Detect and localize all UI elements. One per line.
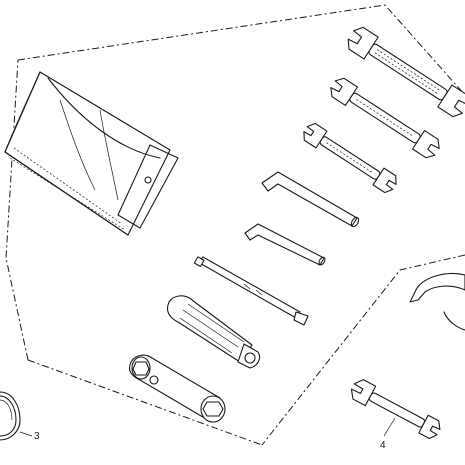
leader-line-4 (383, 417, 396, 437)
double-open-end-wrench-small (303, 122, 397, 194)
leader-line-3 (19, 431, 33, 437)
double-open-end-wrench-large (347, 26, 465, 118)
screwdriver-handle (166, 295, 261, 369)
hook-spanner (409, 273, 465, 331)
snap-button (144, 176, 152, 184)
rubber-strap (0, 391, 21, 441)
hex-key-small (244, 223, 326, 266)
hex-key-large (261, 171, 360, 228)
tool-kit-boundary-lower (27, 359, 263, 446)
box-wrench (128, 354, 226, 423)
screwdriver-shaft (193, 256, 309, 326)
tool-kit-boundary (5, 4, 465, 446)
double-open-end-wrench-medium (330, 77, 440, 159)
callout-4: 4 (380, 440, 386, 451)
tool-bag (4, 71, 179, 236)
single-open-end-wrench (350, 379, 441, 440)
callout-3: 3 (34, 431, 40, 442)
